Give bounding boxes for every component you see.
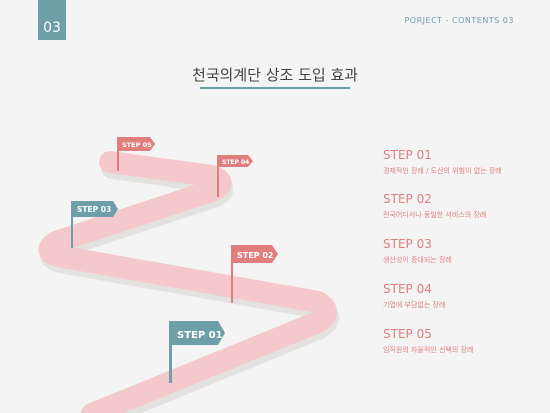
- flag-label-step-03: STEP 03: [77, 205, 111, 214]
- flag-label-step-01: STEP 01: [177, 330, 223, 341]
- step-item-01: STEP 01 경제적인 장례 / 도산의 위험이 없는 장례: [383, 148, 502, 176]
- flag-label-step-04: STEP 04: [222, 159, 249, 166]
- flag-label-step-02: STEP 02: [237, 251, 273, 260]
- title-underline: [200, 87, 350, 89]
- step-description: 생산성이 증대되는 장례: [383, 256, 452, 264]
- step-description: 기업에 부담없는 장례: [383, 301, 446, 309]
- step-item-05: STEP 05 임직원의 자율적인 선택의 장례: [383, 327, 473, 355]
- step-title: STEP 05: [383, 327, 432, 341]
- step-title: STEP 01: [383, 148, 432, 162]
- page-title: 천국의계단 상조 도입 효과: [191, 66, 359, 84]
- section-number: 03: [43, 20, 61, 36]
- flag-step-03: STEP 03: [71, 201, 118, 248]
- section-number-badge: 03: [38, 0, 66, 40]
- flag-step-01: STEP 01: [169, 321, 225, 383]
- road-path: [38, 151, 337, 413]
- step-item-04: STEP 04 기업에 부담없는 장례: [383, 282, 445, 310]
- step-title: STEP 02: [383, 192, 432, 206]
- step-description: 경제적인 장례 / 도산의 위험이 없는 장례: [383, 167, 502, 175]
- step-description: 임직원의 자율적인 선택의 장례: [383, 346, 474, 354]
- flag-step-02: STEP 02: [231, 245, 278, 303]
- step-description: 전국어디서나 동일한 서비스의 장례: [383, 211, 487, 219]
- flag-label-step-05: STEP 05: [122, 141, 152, 149]
- step-title: STEP 04: [383, 282, 432, 296]
- step-item-03: STEP 03 생산성이 증대되는 장례: [383, 237, 452, 265]
- step-item-02: STEP 02 전국어디서나 동일한 서비스의 장례: [383, 192, 486, 220]
- flag-step-05: STEP 05: [117, 137, 155, 171]
- header-label: PORJECT - CONTENTS 03: [404, 16, 514, 25]
- flag-step-04: STEP 04: [217, 155, 253, 197]
- step-title: STEP 03: [383, 237, 432, 251]
